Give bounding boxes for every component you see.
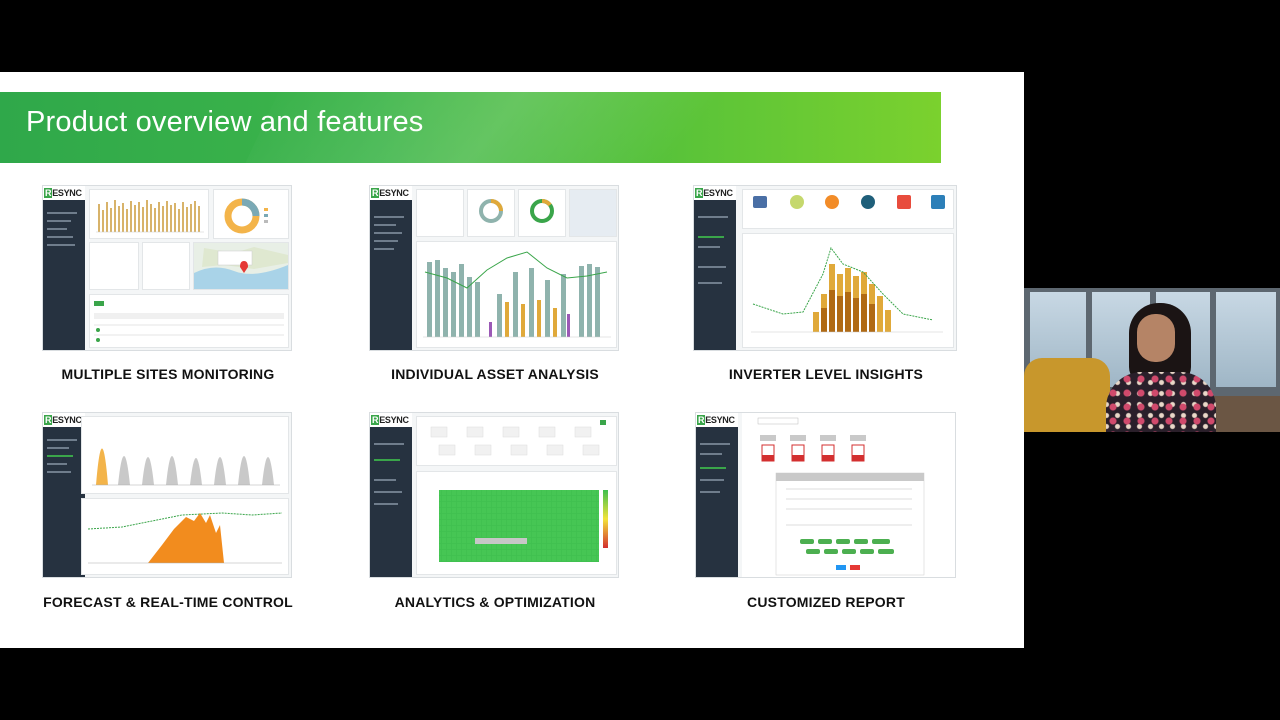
app-sidebar — [43, 413, 85, 577]
presentation-slide: Product overview and features RESYNC — [0, 72, 1024, 648]
resync-logo: RESYNC — [370, 413, 412, 427]
screenshot-individual-asset: RESYNC — [369, 185, 619, 351]
app-sidebar — [694, 186, 736, 350]
feature-caption: ANALYTICS & OPTIMIZATION — [394, 594, 596, 610]
map-thumb — [194, 247, 288, 289]
resync-logo: RESYNC — [43, 186, 85, 200]
presenter-video — [1024, 288, 1280, 432]
resync-logo: RESYNC — [43, 413, 85, 427]
asset-combo-chart — [423, 251, 611, 338]
feature-caption: INVERTER LEVEL INSIGHTS — [728, 366, 924, 382]
screenshot-custom-report: RESYNC — [695, 412, 956, 578]
inverter-stacked-chart — [751, 246, 943, 333]
app-sidebar — [43, 186, 85, 350]
feature-caption: FORECAST & REAL-TIME CONTROL — [43, 594, 293, 610]
bar-chart-thumb — [96, 200, 204, 233]
inverter-tiles — [430, 420, 606, 456]
resync-logo: RESYNC — [370, 186, 412, 200]
resync-logo: RESYNC — [696, 413, 738, 427]
slide-title: Product overview and features — [26, 106, 424, 138]
heatmap-chart — [439, 490, 608, 562]
screenshot-forecast-control: RESYNC — [42, 412, 292, 578]
feature-caption: MULTIPLE SITES MONITORING — [61, 366, 275, 382]
app-sidebar — [370, 413, 412, 577]
app-sidebar — [370, 186, 412, 350]
donut-chart-thumb — [224, 198, 268, 234]
app-sidebar — [696, 413, 738, 577]
title-banner: Product overview and features — [0, 92, 941, 163]
kpi-icons-row — [753, 195, 945, 209]
report-builder — [757, 417, 925, 576]
table-thumb — [94, 301, 284, 342]
screenshot-inverter-insights: RESYNC — [693, 185, 957, 351]
forecast-curve-chart — [92, 448, 280, 486]
realtime-area-chart — [87, 512, 283, 564]
feature-caption: INDIVIDUAL ASSET ANALYSIS — [391, 366, 599, 382]
feature-caption: CUSTOMIZED REPORT — [747, 594, 905, 610]
resync-logo: RESYNC — [694, 186, 736, 200]
screenshot-multiple-sites: RESYNC — [42, 185, 292, 351]
screenshot-analytics: RESYNC — [369, 412, 619, 578]
